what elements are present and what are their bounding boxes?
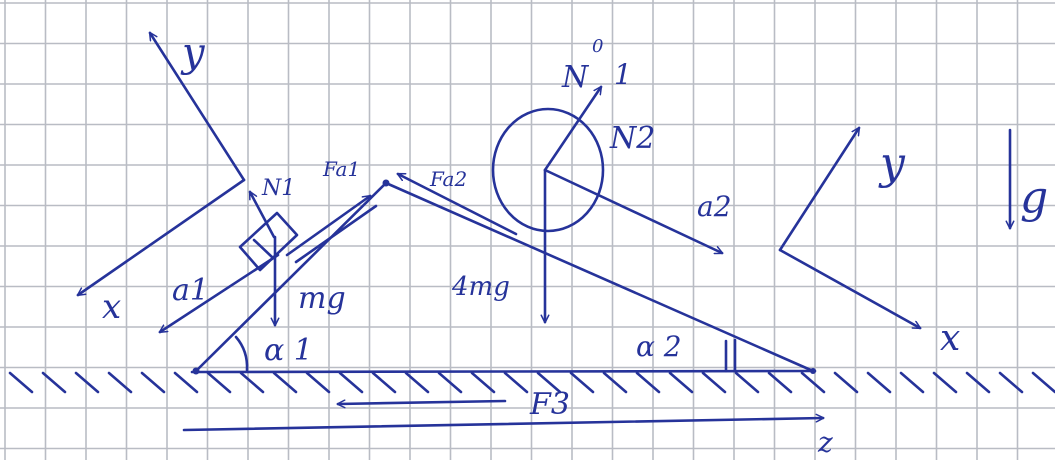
hatch-mark <box>965 371 991 394</box>
wedge <box>192 179 816 375</box>
hatch-mark <box>701 371 727 394</box>
y-axis-left-arrow <box>148 31 246 182</box>
label-y-left: y <box>180 30 206 76</box>
label-4mg: 4mg <box>451 272 510 302</box>
label-Fa1: Fa1 <box>322 157 360 181</box>
acceleration-a2-arrow <box>543 168 724 255</box>
hatch-mark <box>899 371 925 394</box>
hatch-mark <box>470 371 496 394</box>
hatch-mark <box>437 371 463 394</box>
ground-hatching <box>8 371 1055 394</box>
hatch-mark <box>239 371 265 394</box>
normal-force-N-arrow <box>543 85 603 172</box>
hatch-mark <box>503 371 529 394</box>
z-axis-arrow <box>182 413 825 432</box>
label-z: z <box>817 426 833 459</box>
hatch-mark <box>74 371 100 394</box>
hatch-mark <box>272 371 298 394</box>
x-axis-right-arrow <box>778 248 922 330</box>
y-axis-right-arrow <box>778 126 861 252</box>
label-alpha2: α 2 <box>636 330 682 363</box>
label-mg: mg <box>298 281 346 316</box>
hatch-mark <box>569 371 595 394</box>
block-inner-line <box>252 238 274 259</box>
wedge-top-vertex <box>382 179 390 187</box>
label-x-left: x <box>102 287 121 327</box>
label-g: g <box>1020 172 1048 223</box>
hatch-mark <box>8 371 34 394</box>
hatch-mark <box>140 371 166 394</box>
hatch-mark <box>371 371 397 394</box>
block-outline <box>238 211 299 272</box>
ground-line <box>190 369 817 374</box>
hatch-mark <box>338 371 364 394</box>
ground <box>8 369 1055 394</box>
force-F3-arrow <box>336 399 507 409</box>
hatch-mark <box>734 371 760 394</box>
hatch-mark <box>305 371 331 394</box>
label-N2: N2 <box>609 121 655 156</box>
force-Fa1-arrow <box>285 194 372 257</box>
hatch-mark <box>1031 371 1055 394</box>
label-one-mark: 1 <box>614 58 632 91</box>
label-N1: N1 <box>261 176 295 201</box>
hatch-mark <box>668 371 694 394</box>
label-F3: F3 <box>529 387 570 422</box>
wedge-right-vertex <box>810 368 816 374</box>
left-axes <box>76 31 246 297</box>
hatch-mark <box>173 371 199 394</box>
hatch-mark <box>932 371 958 394</box>
wedge-left-vertex <box>192 367 200 375</box>
acceleration-a1-arrow <box>158 253 280 334</box>
wheel-circle <box>491 107 605 233</box>
hatch-mark <box>800 371 826 394</box>
label-Fa2: Fa2 <box>429 167 467 191</box>
hatch-mark <box>536 371 562 394</box>
hatch-mark <box>404 371 430 394</box>
label-N-ring: N <box>561 60 590 95</box>
x-axis-left-arrow <box>76 178 246 297</box>
normal-force-N1-arrow <box>248 190 276 239</box>
hatch-mark <box>833 371 859 394</box>
label-alpha1: α 1 <box>264 333 313 368</box>
label-a2: a2 <box>697 190 732 223</box>
hatch-mark <box>998 371 1024 394</box>
hatch-mark <box>635 371 661 394</box>
wheel <box>491 85 724 324</box>
hatch-mark <box>107 371 133 394</box>
alpha1-arc <box>234 335 249 372</box>
hatch-mark <box>866 371 892 394</box>
labels: y x N1 Fa1 Fa2 a1 mg α 1 N 0 1 N2 4mg a2… <box>102 30 1048 459</box>
right-axes <box>778 126 922 330</box>
force-Fa2-arrow <box>396 172 518 236</box>
label-y-right: y <box>878 138 906 189</box>
hatch-mark <box>767 371 793 394</box>
hatch-mark <box>206 371 232 394</box>
label-a1: a1 <box>172 273 209 308</box>
hatch-mark <box>41 371 67 394</box>
block <box>238 211 299 272</box>
label-zero-mark: 0 <box>592 36 603 57</box>
label-x-right: x <box>940 318 960 359</box>
hatch-mark <box>602 371 628 394</box>
force-Fa1-double-line <box>294 204 378 264</box>
